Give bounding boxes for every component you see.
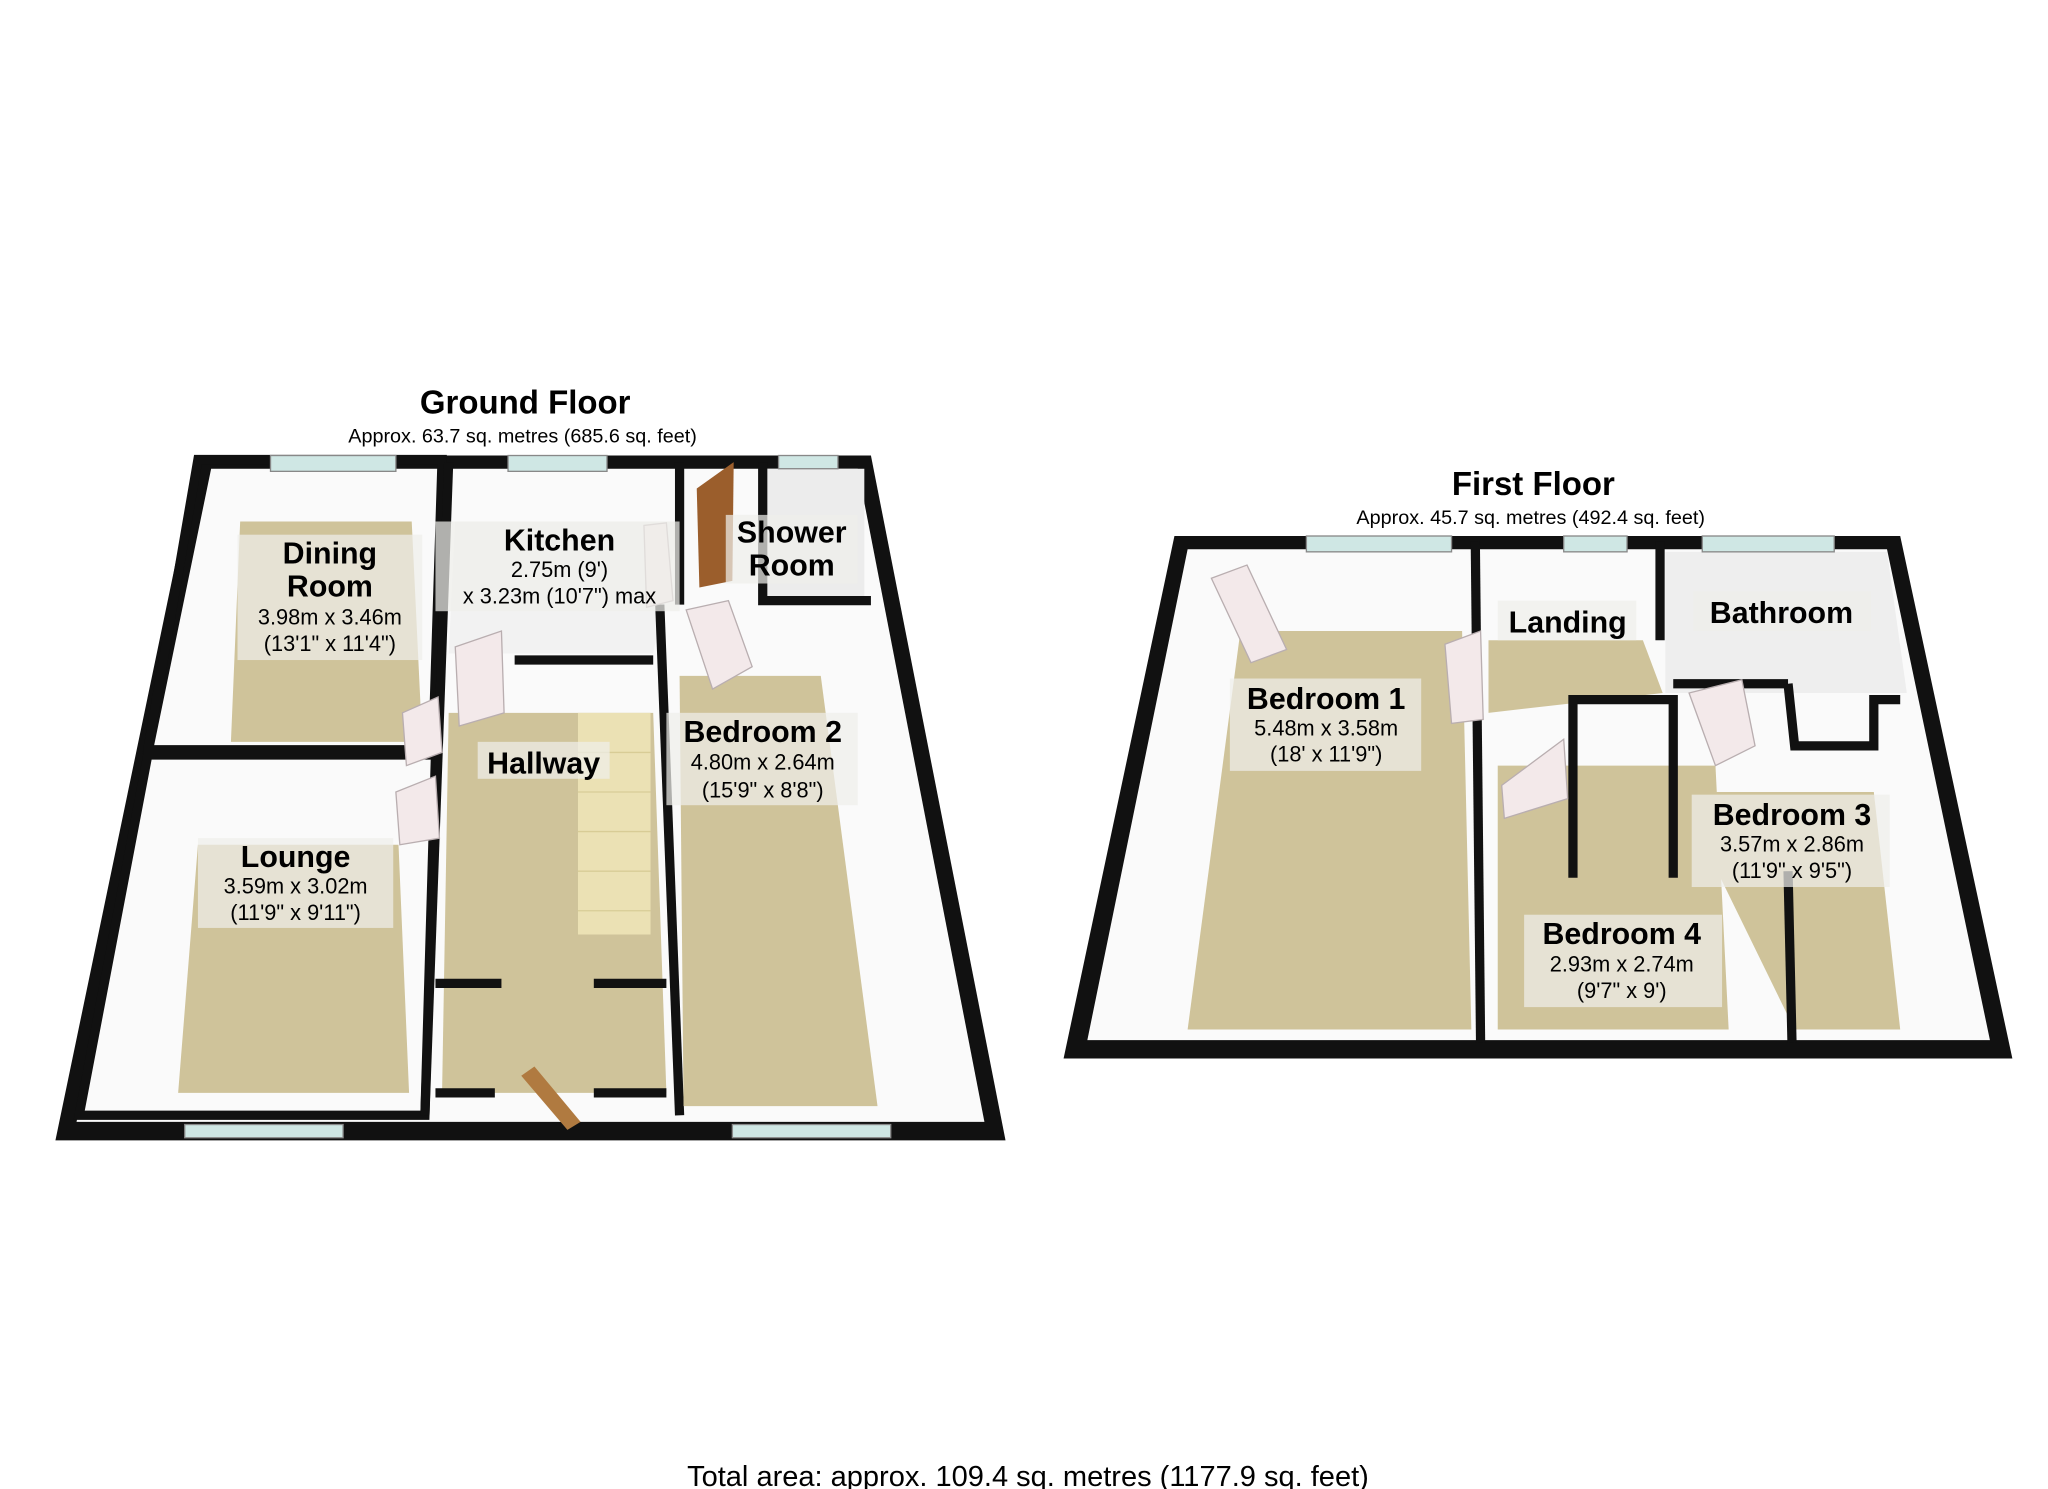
- first-floor-area: Approx. 45.7 sq. metres (492.4 sq. feet): [1356, 507, 1705, 529]
- room-label-shower-room: Shower Room: [725, 514, 858, 584]
- svg-text:(11'9" x 9'5"): (11'9" x 9'5"): [1732, 858, 1852, 883]
- svg-text:5.48m x 3.58m: 5.48m x 3.58m: [1254, 715, 1398, 740]
- svg-text:(15'9" x 8'8"): (15'9" x 8'8"): [702, 777, 824, 802]
- room-label-bedroom-3: Bedroom 3 3.57m x 2.86m (11'9" x 9'5"): [1691, 794, 1890, 888]
- door: [395, 775, 441, 846]
- front-door: [521, 1066, 581, 1130]
- svg-text:2.75m (9'): 2.75m (9'): [511, 557, 608, 582]
- svg-text:Bedroom 1: Bedroom 1: [1247, 683, 1406, 716]
- svg-text:Shower: Shower: [737, 517, 847, 550]
- room-label-bedroom-1: Bedroom 1 5.48m x 3.58m (18' x 11'9"): [1229, 678, 1422, 771]
- svg-text:Bedroom 4: Bedroom 4: [1543, 918, 1702, 951]
- svg-text:Bedroom 3: Bedroom 3: [1713, 799, 1872, 832]
- svg-text:2.93m x 2.74m: 2.93m x 2.74m: [1550, 951, 1694, 976]
- svg-text:Room: Room: [287, 571, 373, 604]
- window: [777, 454, 839, 470]
- svg-text:Hallway: Hallway: [487, 748, 600, 781]
- door: [401, 696, 443, 767]
- window: [731, 1123, 892, 1139]
- window: [184, 1123, 344, 1139]
- window: [1305, 535, 1453, 553]
- svg-text:(18' x 11'9"): (18' x 11'9"): [1270, 742, 1382, 767]
- svg-text:3.59m x 3.02m: 3.59m x 3.02m: [224, 874, 368, 899]
- door: [454, 630, 505, 727]
- total-area: Total area: approx. 109.4 sq. metres (11…: [687, 1461, 1369, 1489]
- window: [269, 454, 397, 473]
- window: [1701, 535, 1835, 553]
- svg-text:x 3.23m (10'7") max: x 3.23m (10'7") max: [463, 583, 656, 608]
- ground-floor-title: Ground Floor: [420, 383, 631, 420]
- svg-text:Landing: Landing: [1509, 606, 1627, 639]
- door: [685, 599, 753, 691]
- svg-text:4.80m x 2.64m: 4.80m x 2.64m: [691, 750, 835, 775]
- room-label-bathroom: Bathroom: [1693, 591, 1872, 632]
- svg-text:(9'7" x 9'): (9'7" x 9'): [1577, 978, 1667, 1003]
- door: [1444, 630, 1484, 725]
- first-floor-title: First Floor: [1452, 465, 1615, 502]
- svg-text:(13'1" x 11'4"): (13'1" x 11'4"): [264, 631, 396, 656]
- door: [1210, 564, 1288, 664]
- svg-text:(11'9" x 9'11"): (11'9" x 9'11"): [230, 900, 361, 925]
- svg-text:Kitchen: Kitchen: [504, 525, 615, 558]
- landing-floor: [1488, 640, 1663, 713]
- window: [1563, 535, 1628, 553]
- room-label-bedroom-4: Bedroom 4 2.93m x 2.74m (9'7" x 9'): [1524, 914, 1723, 1008]
- room-label-landing: Landing: [1497, 600, 1637, 641]
- room-label-lounge: Lounge 3.59m x 3.02m (11'9" x 9'11"): [197, 838, 394, 928]
- svg-text:3.57m x 2.86m: 3.57m x 2.86m: [1720, 831, 1864, 856]
- ground-floor-area: Approx. 63.7 sq. metres (685.6 sq. feet): [348, 425, 697, 447]
- svg-text:Room: Room: [749, 550, 835, 583]
- svg-text:Dining: Dining: [283, 538, 377, 571]
- window: [507, 454, 608, 473]
- room-label-dining: Dining Room 3.98m x 3.46m (13'1" x 11'4"…: [237, 534, 423, 661]
- door: [1501, 737, 1569, 820]
- svg-text:Lounge: Lounge: [241, 841, 351, 874]
- room-label-kitchen: Kitchen 2.75m (9') x 3.23m (10'7") max: [435, 521, 680, 612]
- door: [1688, 679, 1756, 767]
- back-door: [696, 462, 734, 588]
- svg-text:Bedroom 2: Bedroom 2: [683, 716, 842, 749]
- room-label-bedroom-2: Bedroom 2 4.80m x 2.64m (15'9" x 8'8"): [666, 712, 858, 806]
- svg-text:Bathroom: Bathroom: [1710, 597, 1853, 630]
- room-label-hallway: Hallway: [477, 741, 610, 781]
- svg-text:3.98m x 3.46m: 3.98m x 3.46m: [258, 604, 402, 629]
